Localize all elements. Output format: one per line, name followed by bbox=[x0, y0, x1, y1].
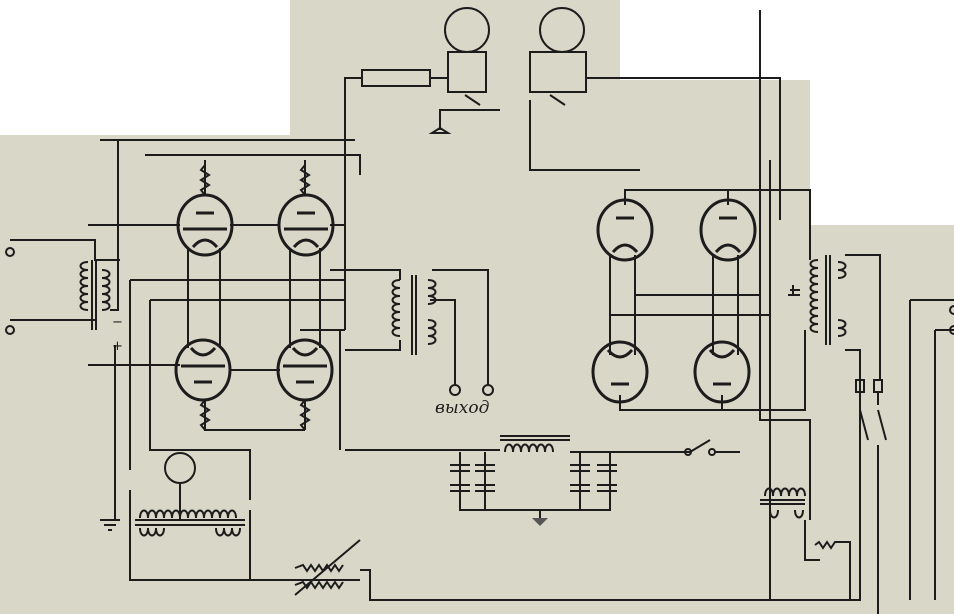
minus-terminal-label: − bbox=[112, 315, 123, 330]
output-transformer bbox=[391, 275, 437, 355]
ground-icon bbox=[532, 518, 548, 526]
vacuum-tube bbox=[176, 193, 234, 257]
output-terminal[interactable] bbox=[482, 384, 494, 396]
ground-arrow-icon bbox=[428, 126, 452, 134]
vacuum-tube bbox=[699, 198, 757, 262]
double-switch[interactable] bbox=[859, 392, 887, 614]
output-label: выход bbox=[435, 398, 490, 418]
filament-transformer bbox=[760, 487, 851, 600]
vacuum-tube bbox=[596, 198, 654, 262]
right-transformer bbox=[809, 255, 847, 345]
wires bbox=[5, 7, 954, 614]
vacuum-tube bbox=[276, 338, 334, 402]
variable-resistor bbox=[294, 539, 361, 596]
relay-box bbox=[447, 51, 487, 93]
relay-box bbox=[529, 51, 587, 93]
vacuum-tube bbox=[277, 193, 335, 257]
ground-icon bbox=[100, 519, 120, 531]
filter-choke bbox=[459, 435, 690, 511]
filter-capacitors bbox=[450, 464, 617, 492]
vacuum-tubes bbox=[174, 193, 757, 404]
vacuum-tube bbox=[591, 340, 649, 404]
vacuum-tube bbox=[174, 338, 232, 402]
power-transformer-core bbox=[135, 519, 245, 526]
input-transformer bbox=[79, 260, 111, 330]
ground-icon bbox=[788, 285, 800, 296]
power-switch[interactable] bbox=[689, 439, 740, 453]
vacuum-tube bbox=[693, 340, 751, 404]
resistors bbox=[199, 164, 311, 431]
output-terminal[interactable] bbox=[449, 384, 461, 396]
plus-terminal-label: + bbox=[112, 339, 123, 354]
